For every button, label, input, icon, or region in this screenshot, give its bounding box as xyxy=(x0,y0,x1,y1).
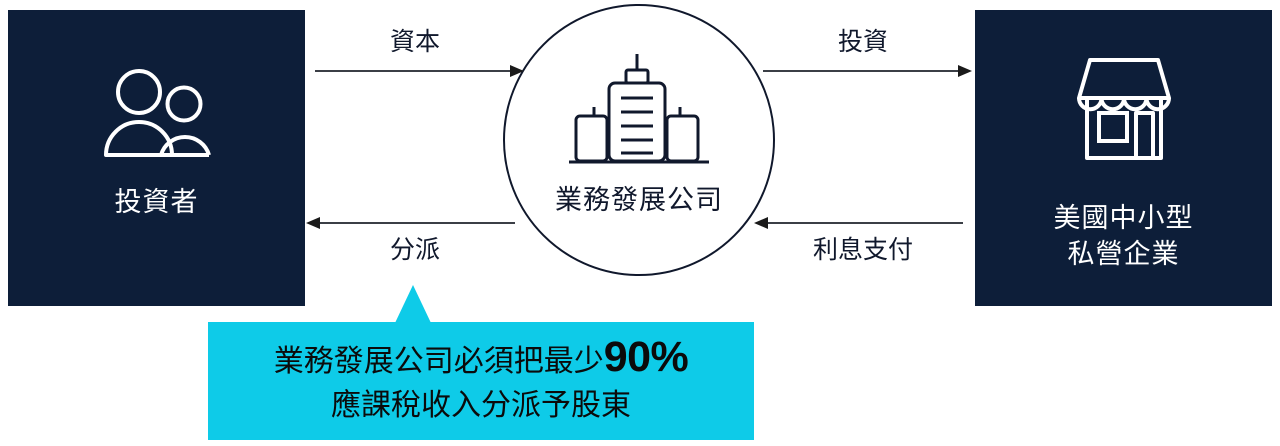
arrow-investment-head xyxy=(958,65,972,77)
arrow-interest-payment-line xyxy=(763,222,963,224)
arrow-distribution-label: 分派 xyxy=(389,236,441,264)
node-private-business-label: 美國中小型 私營企業 xyxy=(1053,203,1194,269)
callout-percentage: 90% xyxy=(603,332,689,381)
arrow-interest-payment-label: 利息支付 xyxy=(812,236,914,264)
arrow-capital-line xyxy=(315,70,515,72)
node-private-business: 美國中小型 私營企業 xyxy=(975,10,1272,306)
city-buildings-icon xyxy=(564,50,714,168)
node-bdc-label: 業務發展公司 xyxy=(555,185,723,215)
two-people-icon xyxy=(98,68,216,158)
arrow-capital-label: 資本 xyxy=(389,28,441,56)
node-investor-label: 投資者 xyxy=(114,187,199,217)
arrow-distribution-head xyxy=(306,217,320,229)
storefront-icon xyxy=(1066,52,1182,164)
arrow-capital-head xyxy=(510,65,524,77)
node-investor: 投資者 xyxy=(8,10,305,306)
callout-line-1-prefix: 業務發展公司必須把最少 xyxy=(273,344,604,378)
callout-line-2: 應課稅收入分派予股東 xyxy=(331,388,631,422)
arrow-investment-label: 投資 xyxy=(837,28,889,56)
arrow-investment-line xyxy=(763,70,963,72)
callout-pointer xyxy=(395,285,431,323)
node-bdc: 業務發展公司 xyxy=(503,4,775,276)
arrow-interest-payment-head xyxy=(754,217,768,229)
arrow-distribution-line xyxy=(315,222,515,224)
